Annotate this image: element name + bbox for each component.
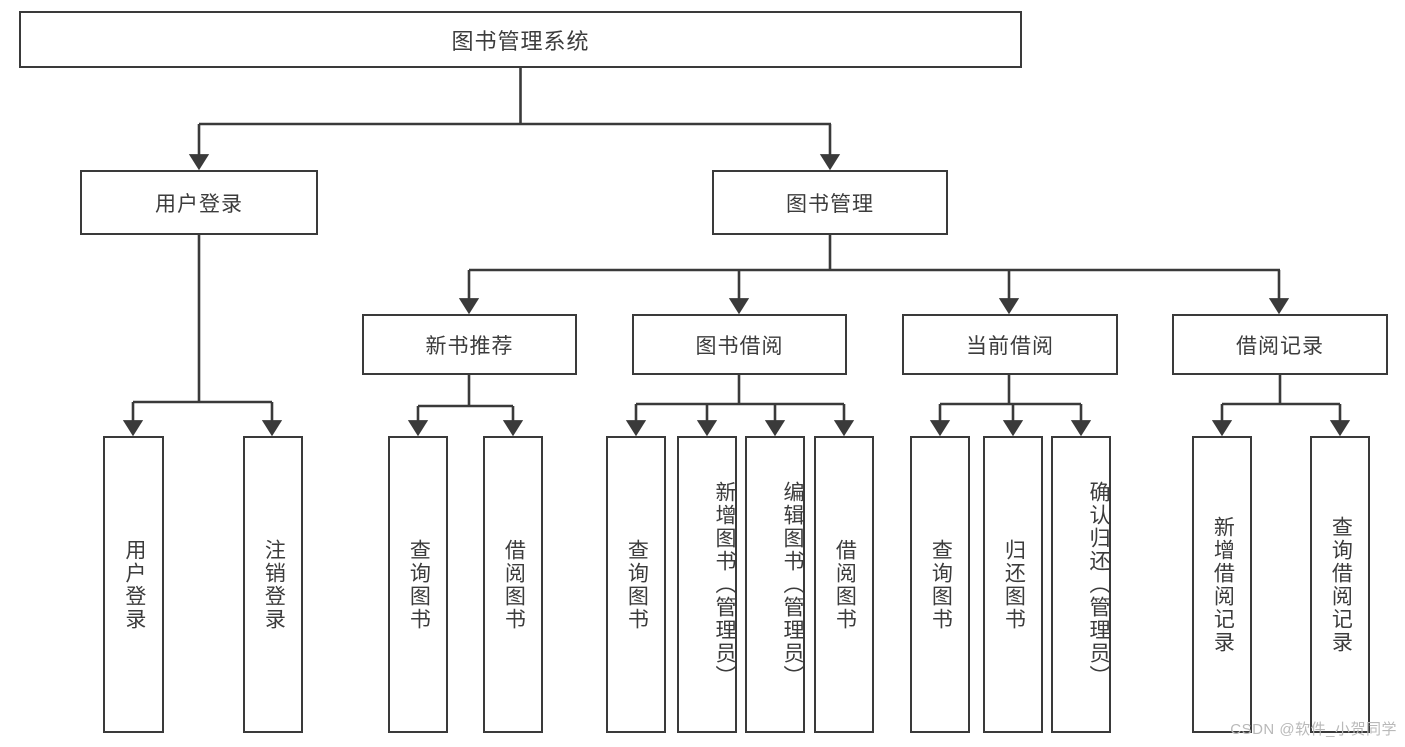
leaf-borrow-book-1[interactable]: 借阅图书 — [483, 436, 543, 733]
leaf-add-book-admin[interactable]: 新增图书（管理员） — [677, 436, 737, 733]
node-new-book-recommend[interactable]: 新书推荐 — [362, 314, 577, 375]
watermark-text: CSDN @软件_小贺同学 — [1230, 721, 1397, 738]
node-book-management[interactable]: 图书管理 — [712, 170, 948, 235]
leaf-query-book-2[interactable]: 查询图书 — [606, 436, 666, 733]
node-user-login[interactable]: 用户登录 — [80, 170, 318, 235]
node-borrow-record[interactable]: 借阅记录 — [1172, 314, 1388, 375]
leaf-add-borrow-record[interactable]: 新增借阅记录 — [1192, 436, 1252, 733]
leaf-query-borrow-record[interactable]: 查询借阅记录 — [1310, 436, 1370, 733]
node-root-system[interactable]: 图书管理系统 — [19, 11, 1022, 68]
leaf-return-book[interactable]: 归还图书 — [983, 436, 1043, 733]
leaf-borrow-book-2[interactable]: 借阅图书 — [814, 436, 874, 733]
leaf-user-login[interactable]: 用户登录 — [103, 436, 164, 733]
leaf-query-book-1[interactable]: 查询图书 — [388, 436, 448, 733]
node-book-borrow[interactable]: 图书借阅 — [632, 314, 847, 375]
leaf-query-book-3[interactable]: 查询图书 — [910, 436, 970, 733]
leaf-edit-book-admin[interactable]: 编辑图书（管理员） — [745, 436, 805, 733]
node-current-borrow[interactable]: 当前借阅 — [902, 314, 1118, 375]
leaf-logout[interactable]: 注销登录 — [243, 436, 303, 733]
leaf-confirm-return-admin[interactable]: 确认归还（管理员） — [1051, 436, 1111, 733]
